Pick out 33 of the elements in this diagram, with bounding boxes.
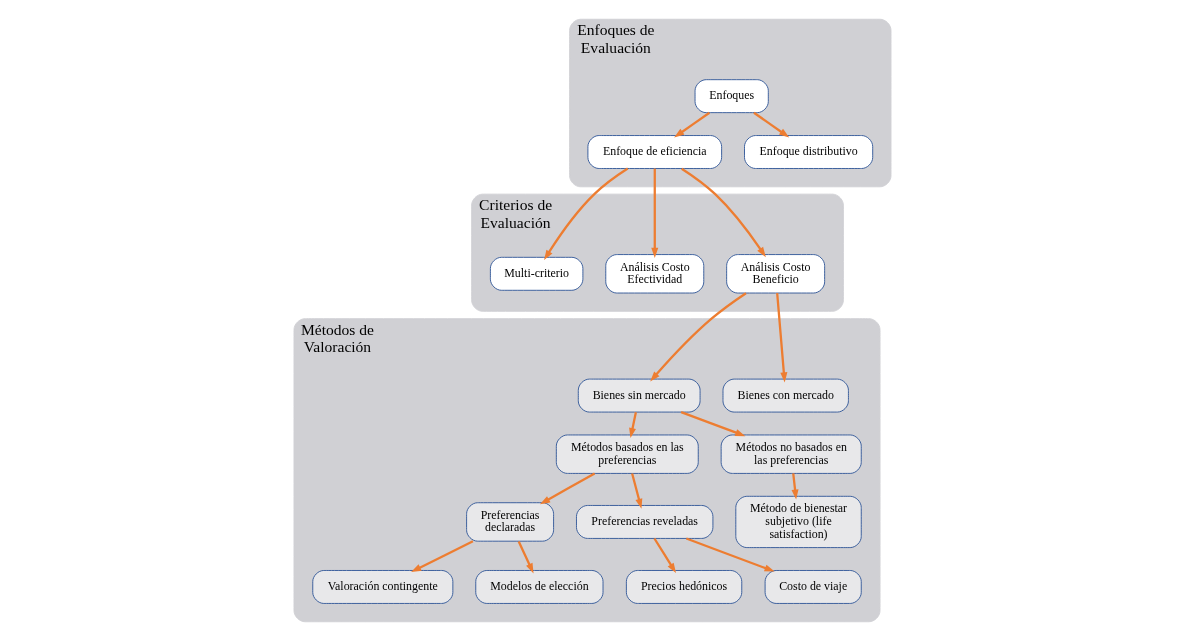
arrow [629, 412, 637, 439]
arrow [776, 293, 788, 383]
node-box: Preferencias declaradas [466, 502, 555, 542]
arrow [539, 472, 596, 505]
arrow [753, 111, 790, 138]
arrow [681, 167, 766, 258]
node-box: Enfoque distributivo [744, 135, 874, 169]
node-box: Enfoques [694, 79, 769, 114]
node-box: Enfoque de eficiencia [587, 135, 723, 169]
arrow [685, 537, 775, 572]
arrow [517, 541, 534, 574]
arrow [631, 473, 643, 509]
node-box: Modelos de elección [475, 570, 604, 604]
node-box: Bienes sin mercado [577, 378, 701, 413]
arrow [411, 540, 474, 572]
node-box: Multi-criterio [489, 256, 584, 291]
node-box: Precios hedónicos [625, 570, 743, 604]
arrow [651, 168, 659, 258]
node-box: Métodos basados en las preferencias [555, 434, 699, 474]
node-box: Costo de viaje [764, 570, 862, 604]
arrow [544, 167, 629, 261]
node-box: Método de bienestar subjetivo (life satisfaction) [735, 495, 862, 549]
node-box: Preferencias reveladas [576, 505, 714, 539]
arrow [791, 473, 799, 500]
arrow [674, 111, 711, 138]
node-box: Análisis Costo Beneficio [726, 254, 826, 294]
node-box: Análisis Costo Efectividad [605, 254, 705, 294]
node-box: Valoración contingente [312, 570, 454, 604]
arrow [650, 292, 747, 382]
node-box: Métodos no basados en las preferencias [720, 434, 862, 474]
arrow [680, 411, 746, 437]
node-box: Bienes con mercado [722, 378, 849, 413]
arrow [653, 537, 676, 574]
